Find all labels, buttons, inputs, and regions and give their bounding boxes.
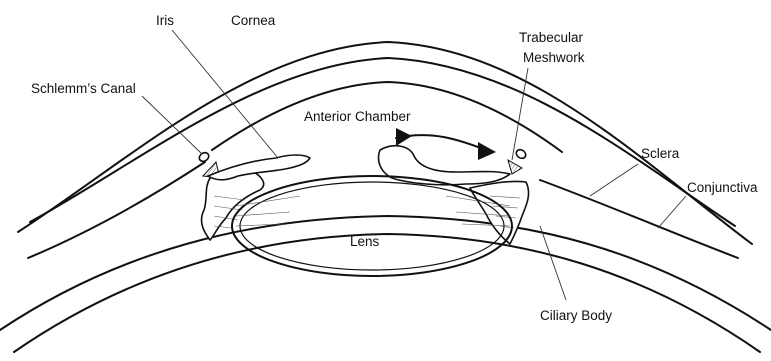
leader-trabecular-meshwork bbox=[512, 68, 528, 160]
label-trabecular: Trabecular bbox=[519, 30, 584, 45]
lens-inner bbox=[240, 182, 504, 270]
ciliary-body-right bbox=[470, 181, 529, 244]
leader-iris bbox=[172, 30, 278, 158]
label-lens: Lens bbox=[350, 234, 380, 249]
conjunctiva-outline bbox=[18, 42, 752, 244]
label-cornea: Cornea bbox=[231, 13, 276, 28]
label-iris: Iris bbox=[156, 13, 174, 28]
arrowhead-upper bbox=[396, 128, 412, 146]
label-meshwork: Meshwork bbox=[523, 50, 585, 65]
sclera-inner-left bbox=[28, 162, 205, 258]
trabecular-meshwork-right bbox=[508, 160, 522, 174]
leader-conjunctiva bbox=[658, 196, 686, 228]
label-conjunctiva: Conjunctiva bbox=[687, 180, 758, 195]
label-anterior-chamber: Anterior Chamber bbox=[304, 109, 411, 124]
arrowhead-lower bbox=[478, 142, 496, 160]
schlemms-canal-left bbox=[198, 151, 211, 163]
retina-arc-inner bbox=[14, 234, 760, 352]
schlemms-canal-right bbox=[515, 148, 528, 160]
label-ciliary-body: Ciliary Body bbox=[540, 308, 612, 323]
leader-sclera bbox=[590, 164, 638, 196]
label-schlemms-canal: Schlemm’s Canal bbox=[31, 81, 136, 96]
label-sclera: Sclera bbox=[641, 146, 680, 161]
